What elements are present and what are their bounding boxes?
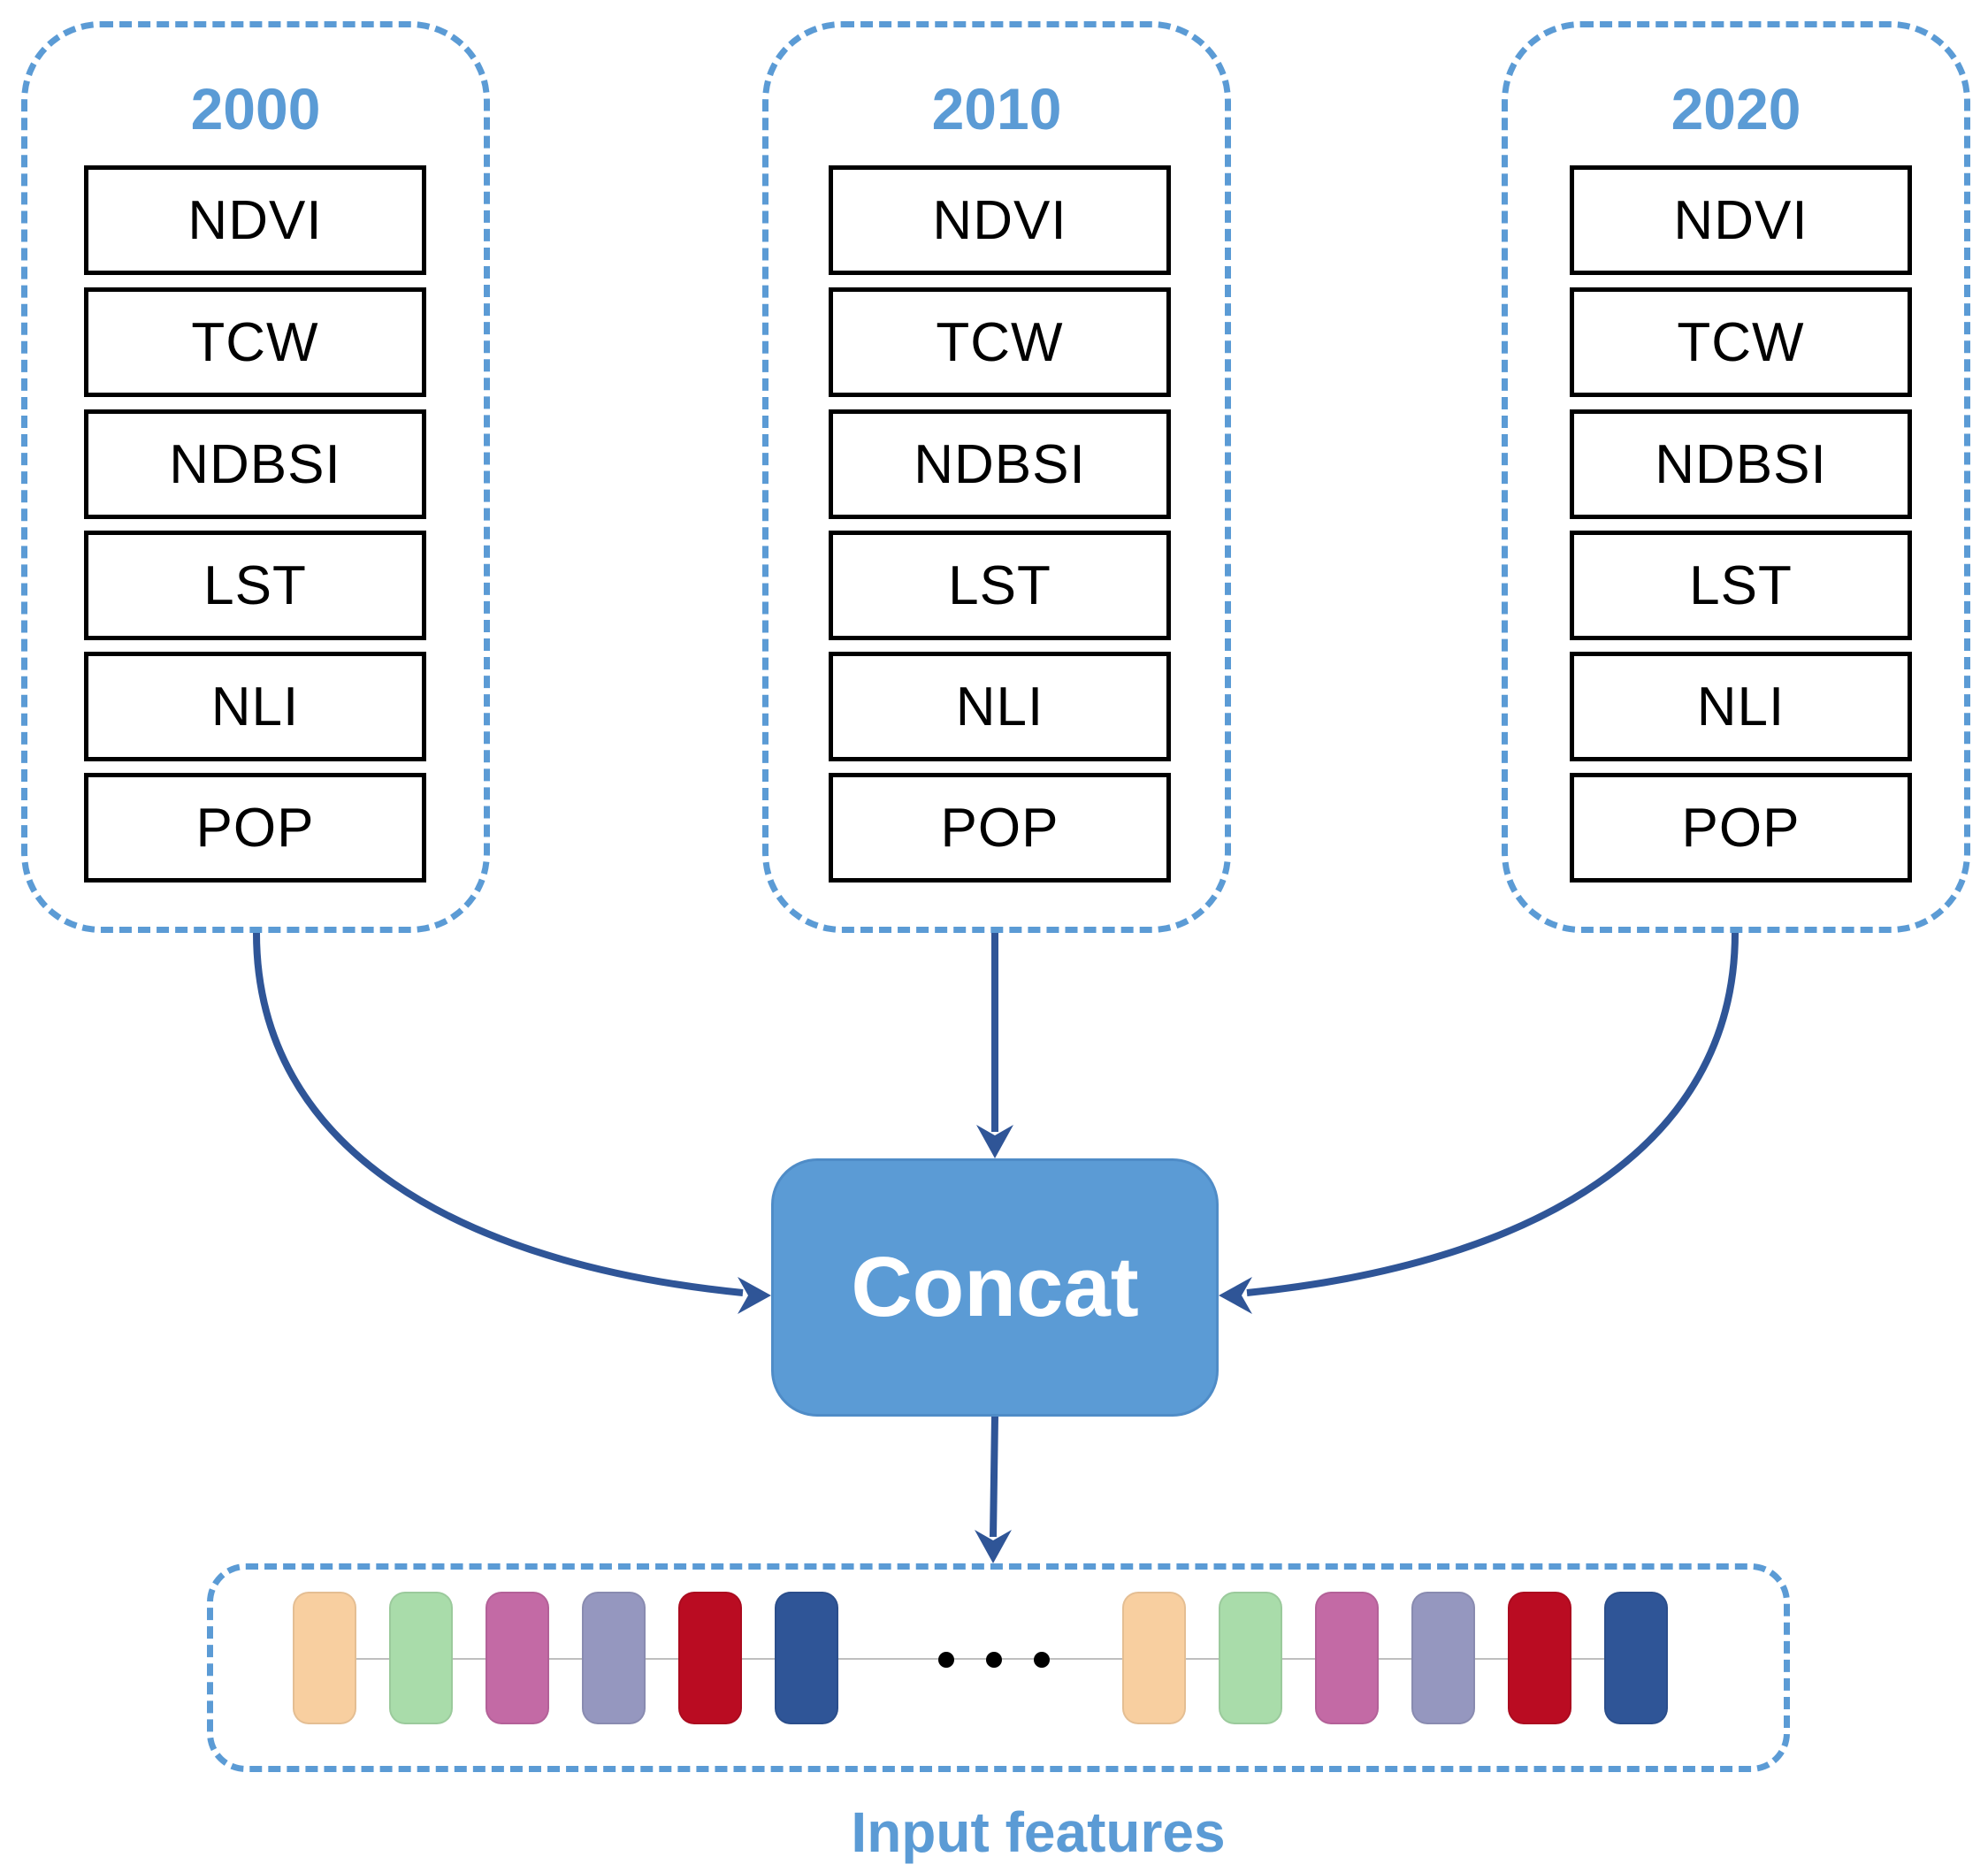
arrowhead-2000 bbox=[738, 1277, 771, 1314]
ellipsis-dot bbox=[986, 1652, 1002, 1668]
variable-box-lst: LST bbox=[84, 531, 426, 640]
variable-box-tcw: TCW bbox=[1570, 287, 1912, 397]
year-group-2020: 2020 bbox=[1502, 21, 1970, 933]
variable-box-ndbsi: NDBSI bbox=[84, 409, 426, 519]
variable-box-nli: NLI bbox=[84, 652, 426, 761]
feature-pill bbox=[389, 1592, 453, 1724]
arrowhead-features bbox=[975, 1530, 1012, 1563]
input-features-label: Input features bbox=[851, 1800, 1226, 1864]
variable-box-pop: POP bbox=[829, 773, 1171, 883]
feature-pill bbox=[678, 1592, 742, 1724]
year-label: 2000 bbox=[190, 76, 321, 141]
input-features-box bbox=[207, 1563, 1790, 1772]
year-group-2010: 2010 bbox=[762, 21, 1231, 933]
variable-box-tcw: TCW bbox=[829, 287, 1171, 397]
variable-box-pop: POP bbox=[1570, 773, 1912, 883]
feature-pill bbox=[1122, 1592, 1186, 1724]
variable-box-ndvi: NDVI bbox=[84, 165, 426, 275]
feature-pill bbox=[1604, 1592, 1668, 1724]
variable-box-ndvi: NDVI bbox=[829, 165, 1171, 275]
variable-box-nli: NLI bbox=[1570, 652, 1912, 761]
feature-pill bbox=[1411, 1592, 1475, 1724]
variable-box-ndbsi: NDBSI bbox=[1570, 409, 1912, 519]
ellipsis-dot bbox=[938, 1652, 954, 1668]
variable-box-lst: LST bbox=[829, 531, 1171, 640]
feature-pill bbox=[1508, 1592, 1571, 1724]
year-label: 2020 bbox=[1671, 76, 1801, 141]
feature-pill bbox=[1219, 1592, 1282, 1724]
arrow-2000-to-concat bbox=[253, 932, 744, 1296]
feature-pill bbox=[1315, 1592, 1379, 1724]
variable-box-tcw: TCW bbox=[84, 287, 426, 397]
year-group-2000: 2000 bbox=[21, 21, 490, 933]
year-label: 2010 bbox=[931, 76, 1062, 141]
feature-pill bbox=[775, 1592, 838, 1724]
arrowhead-2010 bbox=[976, 1125, 1013, 1158]
variable-box-pop: POP bbox=[84, 773, 426, 883]
feature-pill bbox=[293, 1592, 356, 1724]
variable-box-ndbsi: NDBSI bbox=[829, 409, 1171, 519]
ellipsis-dot bbox=[1034, 1652, 1050, 1668]
feature-pill bbox=[582, 1592, 646, 1724]
variable-box-lst: LST bbox=[1570, 531, 1912, 640]
arrow-2020-to-concat bbox=[1246, 932, 1739, 1296]
concat-block: Concat bbox=[771, 1158, 1219, 1417]
arrow-concat-to-features bbox=[990, 1416, 998, 1538]
variable-box-nli: NLI bbox=[829, 652, 1171, 761]
variable-box-ndvi: NDVI bbox=[1570, 165, 1912, 275]
arrowhead-2020 bbox=[1219, 1277, 1252, 1314]
feature-pill bbox=[486, 1592, 549, 1724]
